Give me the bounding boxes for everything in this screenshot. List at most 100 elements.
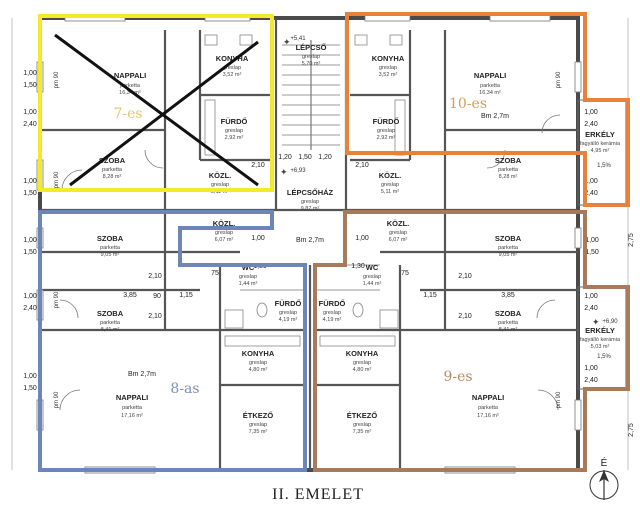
unit-outline-10: [345, 12, 630, 207]
unit-label-7: 7-es: [113, 106, 142, 122]
svg-text:parketta: parketta: [120, 83, 141, 89]
level-marker-icon-3: ✦: [592, 317, 600, 327]
svg-text:1,50: 1,50: [585, 249, 599, 256]
svg-text:greslap: greslap: [225, 128, 243, 134]
bm-labels: Bm 2,7m Bm 2,7m Bm 2,7m 1,5% 1,5%: [128, 113, 612, 378]
svg-text:SZOBA: SZOBA: [97, 234, 124, 243]
svg-text:2,10: 2,10: [458, 273, 472, 280]
svg-text:75: 75: [401, 270, 409, 277]
svg-text:2,92 m²: 2,92 m²: [225, 135, 244, 141]
svg-text:1,50: 1,50: [23, 385, 37, 392]
svg-text:1,00: 1,00: [584, 178, 598, 185]
svg-text:pm 90: pm 90: [556, 71, 562, 88]
svg-text:1,30: 1,30: [351, 263, 365, 270]
room-label-konyha-9: KONYHA greslap 4,80 m²: [346, 349, 379, 373]
svg-text:fagyálló kerámia: fagyálló kerámia: [580, 141, 621, 147]
svg-text:2,40: 2,40: [584, 305, 598, 312]
svg-text:Bm 2,7m: Bm 2,7m: [481, 113, 509, 120]
svg-text:1,00: 1,00: [23, 237, 37, 244]
svg-text:greslap: greslap: [223, 65, 241, 71]
room-label-furdo-10: FÜRDŐ greslap 2,92 m²: [373, 117, 400, 141]
svg-text:greslap: greslap: [302, 54, 320, 60]
room-label-nappali-10: NAPPALI parketta 16,34 m²: [474, 71, 506, 96]
unit-outline-9: [313, 210, 630, 472]
unit-outline-8: [38, 210, 307, 472]
svg-text:1,50: 1,50: [23, 82, 37, 89]
svg-text:5,70 m²: 5,70 m²: [302, 61, 321, 67]
svg-text:pm 90: pm 90: [556, 391, 562, 408]
unit-label-9: 9-es: [443, 369, 472, 385]
svg-text:1,00: 1,00: [23, 373, 37, 380]
unit-7-crossed-out: [54, 33, 259, 187]
svg-text:1,15: 1,15: [423, 292, 437, 299]
svg-text:KONYHA: KONYHA: [216, 54, 249, 63]
svg-text:parketta: parketta: [102, 167, 123, 173]
room-label-furdo-8: FÜRDŐ greslap 4,19 m²: [275, 299, 302, 323]
room-label-szoba-10: SZOBA parketta 8,28 m²: [495, 156, 522, 180]
svg-text:greslap: greslap: [239, 274, 257, 280]
svg-text:9,87 m²: 9,87 m²: [301, 206, 320, 212]
svg-text:KONYHA: KONYHA: [372, 54, 405, 63]
svg-text:4,19 m²: 4,19 m²: [279, 317, 298, 323]
left-dimensions: 1,00 1,50 1,00 2,40 1,00 1,50 1,00 1,50 …: [23, 70, 37, 392]
svg-text:1,00: 1,00: [585, 237, 599, 244]
svg-text:1,00: 1,00: [584, 293, 598, 300]
svg-text:FÜRDŐ: FÜRDŐ: [373, 117, 400, 126]
svg-text:pm 90: pm 90: [54, 171, 60, 188]
svg-text:SZOBA: SZOBA: [495, 234, 522, 243]
svg-text:1,00: 1,00: [23, 70, 37, 77]
svg-text:greslap: greslap: [323, 310, 341, 316]
svg-text:parketta: parketta: [478, 405, 499, 411]
room-label-nappali-7: NAPPALI parketta 16,34 m²: [114, 71, 146, 96]
svg-text:+5,41: +5,41: [290, 36, 306, 42]
svg-text:fagyálló kerámia: fagyálló kerámia: [580, 337, 621, 343]
staircase: [282, 40, 340, 150]
svg-text:1,44 m²: 1,44 m²: [363, 281, 382, 287]
svg-text:1,20: 1,20: [318, 154, 332, 161]
svg-text:parketta: parketta: [498, 245, 519, 251]
svg-text:LÉPCSŐ: LÉPCSŐ: [296, 43, 327, 52]
svg-text:parketta: parketta: [100, 320, 121, 326]
svg-text:9,05 m²: 9,05 m²: [101, 252, 120, 258]
svg-text:1,00: 1,00: [584, 365, 598, 372]
svg-text:KÖZL.: KÖZL.: [387, 219, 410, 228]
room-label-lepcso: LÉPCSŐ greslap 5,70 m²: [296, 43, 327, 67]
svg-text:4,80 m²: 4,80 m²: [249, 367, 268, 373]
right-dimensions: 1,00 2,40 1,00 2,40 1,00 1,50 1,00 2,40 …: [584, 109, 635, 437]
svg-text:17,16 m²: 17,16 m²: [477, 413, 499, 419]
svg-text:16,34 m²: 16,34 m²: [119, 90, 141, 96]
svg-text:greslap: greslap: [379, 65, 397, 71]
svg-text:SZOBA: SZOBA: [97, 309, 124, 318]
room-label-szoba-9a: SZOBA parketta 9,05 m²: [495, 234, 522, 258]
svg-text:3,52 m²: 3,52 m²: [223, 72, 242, 78]
room-label-kozl-10: KÖZL. greslap 5,11 m²: [379, 171, 402, 195]
north-arrow-icon: É: [589, 456, 619, 500]
svg-text:greslap: greslap: [389, 230, 407, 236]
svg-text:1,50: 1,50: [298, 154, 312, 161]
svg-text:2,10: 2,10: [355, 162, 369, 169]
unit-label-8: 8-as: [170, 381, 199, 397]
svg-text:2,40: 2,40: [23, 121, 37, 128]
svg-text:ERKÉLY: ERKÉLY: [585, 326, 615, 335]
svg-text:parketta: parketta: [100, 245, 121, 251]
svg-text:5,11 m²: 5,11 m²: [381, 189, 399, 195]
room-label-erkely-10: ERKÉLY fagyálló kerámia 4,95 m²: [580, 130, 621, 154]
svg-text:SZOBA: SZOBA: [495, 309, 522, 318]
svg-text:FÜRDŐ: FÜRDŐ: [275, 299, 302, 308]
svg-text:1,00: 1,00: [251, 235, 265, 242]
room-label-szoba-8a: SZOBA parketta 9,05 m²: [97, 234, 124, 258]
svg-text:ERKÉLY: ERKÉLY: [585, 130, 615, 139]
svg-text:2,40: 2,40: [584, 190, 598, 197]
svg-text:greslap: greslap: [353, 360, 371, 366]
svg-text:8,41 m²: 8,41 m²: [101, 327, 120, 333]
svg-text:ÉTKEZŐ: ÉTKEZŐ: [347, 411, 378, 420]
svg-text:parketta: parketta: [498, 320, 519, 326]
svg-text:4,95 m²: 4,95 m²: [591, 148, 610, 154]
room-label-nappali-8: NAPPALI parketta 17,16 m²: [116, 393, 148, 419]
svg-text:17,16 m²: 17,16 m²: [121, 413, 143, 419]
svg-text:8,28 m²: 8,28 m²: [103, 174, 122, 180]
svg-text:2,40: 2,40: [584, 377, 598, 384]
svg-text:6,07 m²: 6,07 m²: [389, 237, 408, 243]
svg-text:ÉTKEZŐ: ÉTKEZŐ: [243, 411, 274, 420]
svg-text:90: 90: [153, 293, 161, 300]
